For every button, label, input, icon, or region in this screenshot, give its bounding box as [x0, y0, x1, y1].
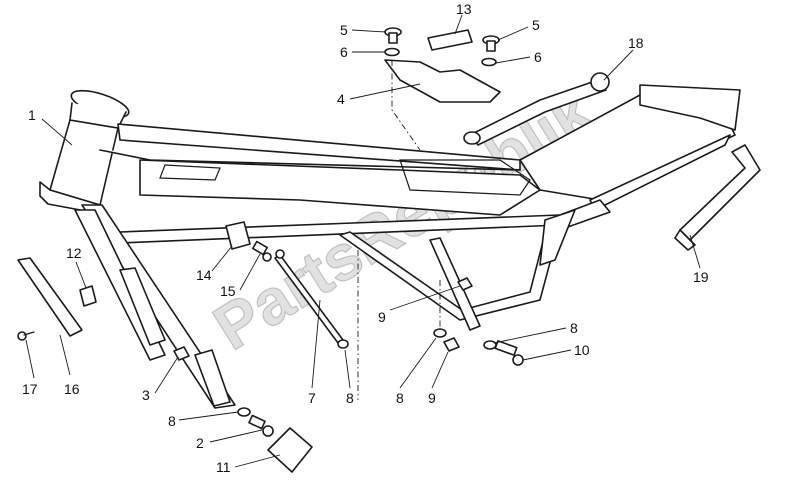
callout-8-right: 8	[570, 320, 578, 336]
callout-8-mid: 8	[396, 390, 404, 406]
callout-14: 14	[196, 267, 212, 283]
cradle-upright	[429, 237, 481, 331]
rear-down-strut	[539, 209, 576, 266]
callout-11: 11	[216, 459, 231, 475]
callout-13: 13	[456, 1, 472, 17]
part-18-grab-handle	[469, 79, 607, 146]
callout-5-right: 5	[532, 17, 540, 33]
cradle-plate-lower	[194, 349, 231, 407]
part-3-nut	[173, 346, 190, 361]
callout-12: 12	[66, 245, 82, 261]
callout-7: 7	[308, 390, 316, 406]
part-10-bolt	[494, 340, 524, 366]
part-12-clip	[79, 285, 97, 307]
callout-10: 10	[574, 342, 590, 358]
part-8-washer-mid	[433, 328, 447, 338]
gusset-slots	[159, 164, 221, 181]
part-8-washer-bottom	[237, 407, 251, 417]
cradle-plate-front	[119, 267, 166, 346]
part-9-nut-lower	[443, 337, 460, 352]
callout-3: 3	[142, 387, 150, 403]
electrical-tray	[399, 159, 531, 196]
part-6-washer-left	[384, 47, 400, 57]
part-11-stand-foot	[267, 427, 313, 473]
part-19-bar-end	[674, 229, 696, 251]
callout-1: 1	[28, 107, 36, 123]
part-6-washer-right	[481, 57, 497, 67]
callout-4: 4	[337, 91, 345, 107]
part-7-bolt-head	[275, 249, 285, 259]
callout-6-right: 6	[534, 49, 542, 65]
part-8-washer-right	[483, 340, 497, 350]
callout-labels: 1 2 3 4 5 5 6 6 7 8 8 8 8 9 9 10 11 12 1…	[22, 1, 709, 475]
part-18-handle-boss	[463, 131, 481, 145]
main-frame	[39, 84, 741, 409]
part-8-washer-center	[337, 339, 349, 349]
part-4-cover-plate	[384, 59, 501, 103]
part-17-screw	[17, 331, 35, 341]
callout-6-left: 6	[340, 44, 348, 60]
callout-8-bottom-left: 8	[168, 413, 176, 429]
part-2-bolt	[248, 414, 274, 437]
part-5-bolt-left	[384, 27, 402, 44]
part-14-rubber-block	[225, 221, 251, 250]
leader-lines	[25, 14, 701, 468]
part-5-bolt-right	[482, 35, 500, 52]
callout-9-lower: 9	[428, 390, 436, 406]
callout-19: 19	[693, 269, 709, 285]
part-16-bracket-plate	[17, 257, 83, 337]
part-9-nut-upper	[457, 277, 473, 291]
callout-18: 18	[628, 35, 644, 51]
part-18-handle-end	[590, 72, 610, 92]
callout-8-center: 8	[346, 390, 354, 406]
centerline-4	[391, 60, 421, 151]
callout-15: 15	[220, 283, 236, 299]
part-13-rubber-pad	[427, 29, 473, 51]
steering-head-tube	[39, 89, 130, 215]
callout-5-left: 5	[340, 22, 348, 38]
rear-bracket-plate	[639, 84, 741, 131]
backbone-gusset	[139, 159, 541, 216]
callout-17: 17	[22, 381, 38, 397]
callout-2: 2	[196, 435, 204, 451]
callout-16: 16	[64, 381, 80, 397]
part-15-bolt	[252, 240, 272, 262]
callout-9-upper: 9	[378, 309, 386, 325]
